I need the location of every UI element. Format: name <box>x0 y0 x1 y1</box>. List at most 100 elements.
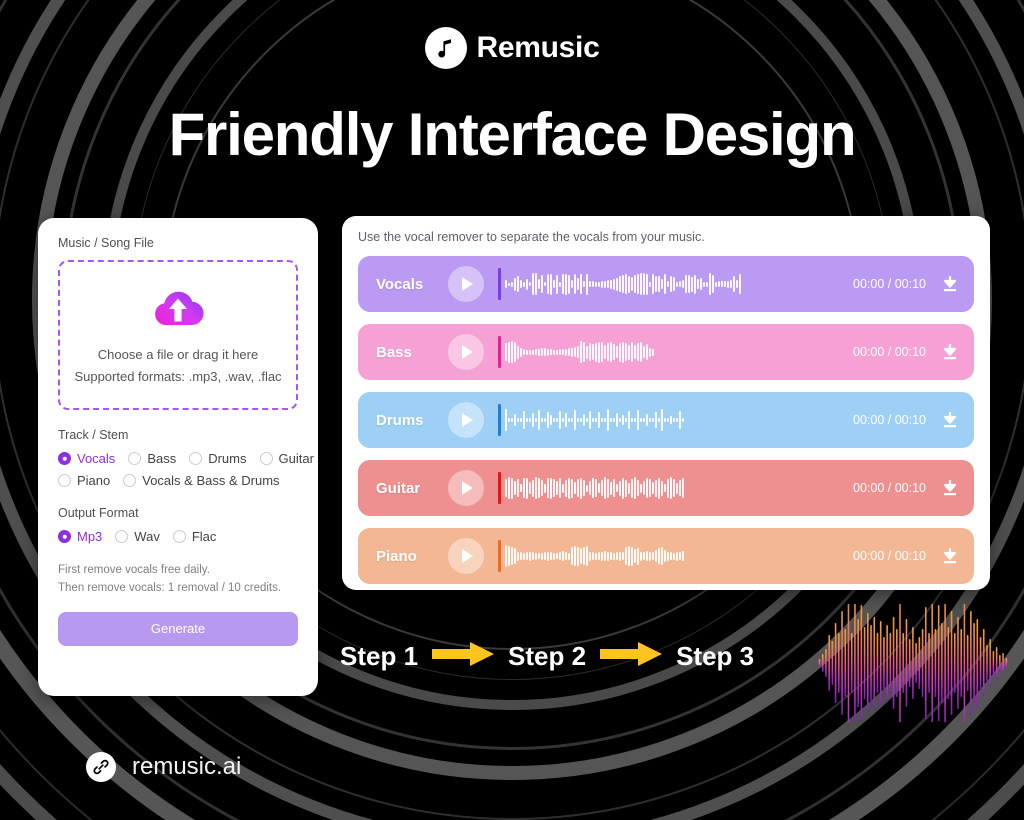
waveform-drums[interactable] <box>498 403 841 437</box>
waveform-bar <box>622 415 624 425</box>
waveform-bar <box>652 482 654 494</box>
waveform-bar <box>631 342 633 362</box>
play-icon[interactable] <box>448 538 484 574</box>
waveform-bar <box>568 552 570 560</box>
waveform-bar <box>526 552 528 560</box>
radio-drums[interactable]: Drums <box>189 451 247 466</box>
waveform-bar <box>574 347 576 357</box>
waveform-bar <box>535 273 537 295</box>
waveform-bar <box>652 274 654 294</box>
play-icon[interactable] <box>448 266 484 302</box>
waveform-bar <box>550 349 552 355</box>
arrow-right-icon-2 <box>600 640 663 673</box>
waveform-bar <box>589 281 591 287</box>
waveform-bar <box>622 341 624 363</box>
play-icon[interactable] <box>448 334 484 370</box>
play-icon[interactable] <box>448 470 484 506</box>
steps-row: Step 1 Step 2 Step 3 <box>340 640 754 673</box>
upload-panel: Music / Song File Choose a file or drag … <box>38 218 318 696</box>
waveform-bar <box>550 552 552 560</box>
waveform-bar <box>667 281 669 287</box>
waveform-piano[interactable] <box>498 539 841 573</box>
radio-bass[interactable]: Bass <box>128 451 176 466</box>
waveform-bar <box>634 345 636 359</box>
waveform-bar <box>544 348 546 356</box>
waveform-bar <box>646 414 648 426</box>
download-icon[interactable] <box>940 410 960 430</box>
waveform-bar <box>616 552 618 560</box>
waveform-bar <box>613 479 615 497</box>
waveform-bar <box>598 341 600 363</box>
waveform-bar <box>592 281 594 287</box>
waveform-bar <box>637 547 639 565</box>
cloud-upload-icon <box>150 284 206 333</box>
waveform-bar <box>556 418 558 422</box>
waveform-bar <box>640 551 642 561</box>
waveform-bar <box>571 478 573 498</box>
waveform-bar <box>604 345 606 359</box>
radio-mp3[interactable]: Mp3 <box>58 529 102 544</box>
download-icon[interactable] <box>940 274 960 294</box>
radio-label-vocals-bass-drums: Vocals & Bass & Drums <box>142 473 280 488</box>
waveform-bar <box>565 348 567 356</box>
waveform-bar <box>505 409 507 431</box>
generate-button[interactable]: Generate <box>58 611 298 646</box>
waveform-bar <box>520 484 522 492</box>
waveform-bar <box>688 275 690 293</box>
waveform-bar <box>511 341 513 363</box>
waveform-bar <box>664 550 666 562</box>
file-dropzone[interactable]: Choose a file or drag it here Supported … <box>58 260 298 410</box>
output-format-label: Output Format <box>58 506 139 520</box>
waveform-bar <box>535 349 537 355</box>
footer-url: remusic.ai <box>132 753 242 780</box>
radio-wav[interactable]: Wav <box>115 529 160 544</box>
waveform-bar <box>643 481 645 495</box>
radio-dot-drums <box>189 452 203 465</box>
waveform-bar <box>652 552 654 560</box>
waveform-bar <box>529 282 531 286</box>
waveform-bar <box>628 411 630 429</box>
waveform-bar <box>550 273 552 295</box>
waveform-bar <box>550 415 552 425</box>
waveform-bar <box>709 273 711 295</box>
waveform-bar <box>622 477 624 499</box>
download-icon[interactable] <box>940 546 960 566</box>
radio-vocals-bass-drums[interactable]: Vocals & Bass & Drums <box>123 473 280 488</box>
waveform-bar <box>523 552 525 560</box>
waveform-bar <box>577 278 579 290</box>
waveform-guitar[interactable] <box>498 471 841 505</box>
waveform-bar <box>577 418 579 422</box>
waveform-bar <box>541 552 543 560</box>
credits-line-2: Then remove vocals: 1 removal / 10 credi… <box>58 581 282 594</box>
waveform-bar <box>616 277 618 291</box>
play-icon[interactable] <box>448 402 484 438</box>
radio-guitar[interactable]: Guitar <box>259 451 314 466</box>
step-3-label: Step 3 <box>676 641 755 671</box>
waveform-bar <box>610 418 612 422</box>
waveform-vocals[interactable] <box>498 267 841 301</box>
waveform-bar <box>586 273 588 295</box>
waveform-bar <box>517 418 519 422</box>
waveform-bar <box>637 343 639 361</box>
waveform-bar <box>562 349 564 355</box>
radio-flac[interactable]: Flac <box>172 529 216 544</box>
waveform-bar <box>568 274 570 294</box>
page-title: Friendly Interface Design <box>168 101 857 168</box>
radio-piano[interactable]: Piano <box>58 473 110 488</box>
waveform-bar <box>655 479 657 497</box>
waveform-bar <box>571 347 573 357</box>
download-icon[interactable] <box>940 342 960 362</box>
waveform-bar <box>559 349 561 355</box>
waveform-bar <box>631 478 633 498</box>
download-icon[interactable] <box>940 478 960 498</box>
waveform-bar <box>526 349 528 355</box>
waveform-bar <box>508 546 510 566</box>
footer: remusic.ai <box>86 752 241 782</box>
waveform-bar <box>595 342 597 362</box>
waveform-bass[interactable] <box>498 335 841 369</box>
waveform-bar <box>583 547 585 565</box>
waveform-bar <box>556 553 558 559</box>
step-1-label: Step 1 <box>340 641 419 671</box>
radio-vocals[interactable]: Vocals <box>58 451 115 466</box>
